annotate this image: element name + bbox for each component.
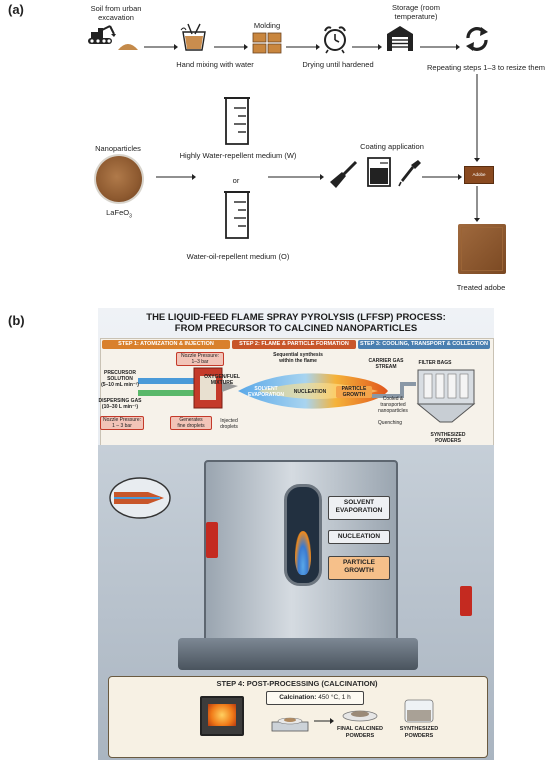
particle-growth-flow-label: PARTICLE GROWTH: [336, 386, 372, 398]
nozzle-pressure-top: Nozzle Pressure: 1–3 bar: [176, 352, 224, 366]
lafeo3-label: LaFeO3: [96, 208, 142, 222]
synthesized-top-label: SYNTHESIZED POWDERS: [430, 432, 466, 444]
oxygen-fuel-label: OXYGEN/FUEL MIXTURE: [204, 374, 240, 386]
step4-title: STEP 4: POST-PROCESSING (CALCINATION): [216, 679, 378, 688]
arrow-scale-to-final: [314, 718, 334, 724]
drying-label: Drying until hardened: [302, 60, 374, 69]
step2-bar: STEP 2: FLAME & PARTICLE FORMATION: [232, 340, 356, 349]
storage-label: Storage (room temperature): [392, 3, 440, 21]
precursor-label: PRECURSOR SOLUTION (5–10 mL min⁻¹): [101, 370, 139, 388]
molding-label: Molding: [253, 21, 281, 30]
dropper-icon: [398, 160, 421, 187]
nozzle-diagram: [138, 367, 238, 409]
lafeo3-powder-photo: [96, 156, 142, 202]
warehouse-icon: [387, 26, 413, 51]
collector-vessel: [416, 369, 476, 423]
step1-bar: STEP 1: ATOMIZATION & INJECTION: [102, 340, 230, 349]
particle-growth-callout: PARTICLE GROWTH: [328, 556, 390, 580]
hand-mixing-label: Hand mixing with water: [176, 60, 254, 69]
coating-label: Coating application: [360, 142, 424, 151]
treated-adobe-photo: [458, 224, 506, 274]
beaker-o-icon: [224, 191, 250, 239]
nucleation-callout: NUCLEATION: [328, 530, 390, 544]
medium-o-label: Water-oil-repellent medium (O): [186, 252, 290, 261]
treated-label: Treated adobe: [456, 283, 506, 292]
red-handle-left: [206, 522, 218, 558]
reactor-base: [178, 638, 418, 670]
soil-label: Soil from urban excavation: [90, 4, 142, 22]
nanoparticles-label: Nanoparticles: [95, 144, 141, 153]
red-handle-right: [460, 586, 472, 616]
transport-pipe: [372, 382, 416, 398]
sequential-label: Sequential synthesis within the flame: [273, 352, 323, 364]
refresh-cycle-icon: [466, 27, 488, 51]
arrow-medium-to-coating: [268, 174, 324, 180]
cooled-label: Cooled & transported nanoparticles: [378, 396, 408, 414]
adobe-brick: Adobe: [464, 166, 494, 184]
synthesized-bottom-label: SYNTHESIZED POWDERS: [399, 726, 439, 739]
arrow-mold-to-dry: [286, 44, 320, 50]
lafeo3-subscript: 3: [129, 213, 132, 220]
lffsp-infographic: THE LIQUID-FEED FLAME SPRAY PYROLYSIS (L…: [98, 308, 494, 760]
beaker-coating-icon: [367, 157, 391, 187]
mixing-bucket-icon: [180, 23, 206, 51]
reactor-window: [284, 484, 322, 586]
synthesized-powder-jar-icon: [404, 699, 434, 723]
arrow-storage-to-repeat: [420, 44, 460, 50]
repeating-label: Repeating steps 1–3 to resize them: [427, 63, 545, 72]
calcination-callout: Calcination: 450 °C, 1 h: [266, 691, 364, 705]
nucleation-flow-label: NUCLEATION: [293, 389, 327, 395]
generates-label: Generates fine droplets: [170, 416, 212, 430]
step3-bar: STEP 3: COOLING, TRANSPORT & COLLECTION: [358, 340, 490, 349]
excavator-icon: [88, 25, 116, 44]
panel-a-label: (a): [8, 2, 24, 17]
infographic-title-2: FROM PRECURSOR TO CALCINED NANOPARTICLES: [174, 323, 418, 334]
nozzle-pressure-bottom: Nozzle Pressure: 1 – 3 bar: [100, 416, 144, 430]
dispersing-label: DISPERSING GAS (10–30 L min⁻¹): [98, 398, 142, 410]
nozzle-zoom-icon: [109, 477, 171, 519]
filter-bags-label: FILTER BAGS: [418, 360, 452, 366]
injected-label: Injected droplets: [220, 418, 238, 430]
final-powder-dish-icon: [342, 710, 378, 722]
adobe-brick-label: Adobe: [472, 172, 486, 177]
solvent-evap-flow-label: SOLVENT EVAPORATION: [248, 386, 284, 398]
beaker-w-icon: [224, 97, 250, 145]
calcination-label: Calcination:: [279, 694, 317, 701]
alarm-clock-icon: [324, 26, 346, 54]
or-label: or: [232, 176, 240, 185]
lafeo3-text: LaFeO: [106, 208, 130, 217]
calcination-furnace: [200, 696, 244, 736]
arrow-repeat-to-adobe: [474, 74, 480, 162]
medium-w-label: Highly Water-repellent medium (W): [179, 151, 297, 160]
infographic-title-1: THE LIQUID-FEED FLAME SPRAY PYROLYSIS (L…: [146, 312, 446, 323]
arrow-nano-to-medium: [156, 174, 196, 180]
solvent-evap-callout: SOLVENT EVAPORATION: [328, 496, 390, 520]
paintbrush-icon: [330, 160, 358, 188]
brick-molds-icon: [252, 32, 282, 54]
carrier-gas-label: CARRIER GAS STREAM: [368, 358, 404, 370]
arrow-adobe-to-treated: [474, 186, 480, 222]
final-calcined-label: FINAL CALCINED POWDERS: [336, 726, 384, 739]
panel-b-label: (b): [8, 313, 25, 328]
scale-with-powder-icon: [271, 717, 309, 732]
arrow-coating-to-adobe: [422, 174, 462, 180]
arrow-dry-to-storage: [352, 44, 382, 50]
soil-pile-icon: [118, 44, 138, 50]
quenching-label: Quenching: [377, 420, 403, 426]
arrow-mix-to-mold: [214, 44, 248, 50]
arrow-soil-to-mix: [144, 44, 178, 50]
calcination-value: 450 °C, 1 h: [318, 694, 351, 701]
